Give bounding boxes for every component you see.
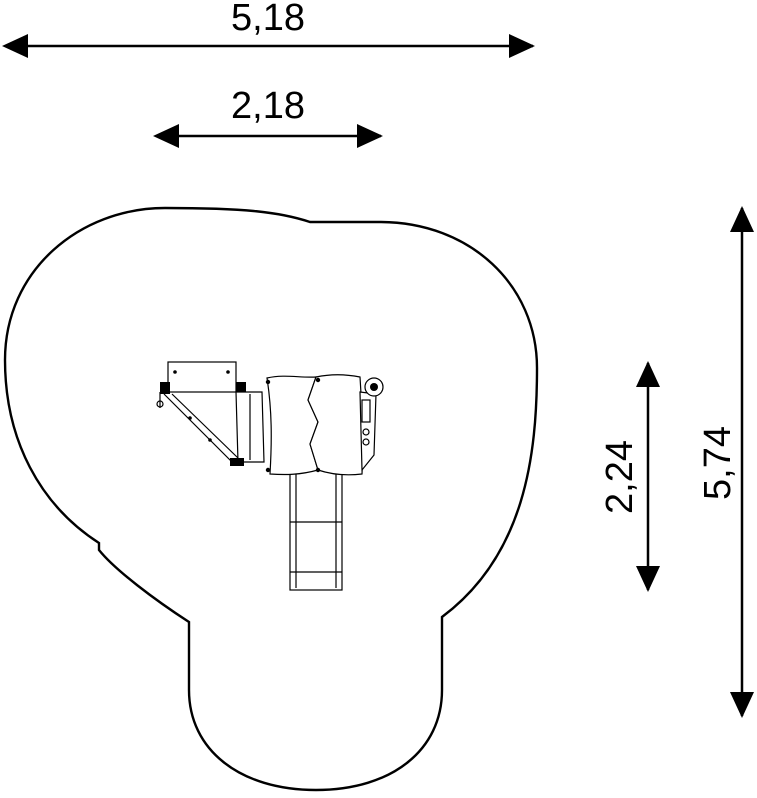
platform-roof xyxy=(265,374,364,476)
arrow-down-icon xyxy=(730,692,754,718)
dimension-label-total-depth: 5,74 xyxy=(697,426,739,500)
dimension-total-depth: 5,74 xyxy=(697,206,754,718)
arrow-right-icon xyxy=(509,34,535,58)
side-panel-right xyxy=(359,377,384,472)
climbing-frame xyxy=(156,361,265,466)
safety-zone-outline xyxy=(3,206,539,792)
bolt xyxy=(173,370,177,374)
arrow-up-icon xyxy=(730,206,754,232)
dimension-label-equipment-width: 2,18 xyxy=(231,85,305,127)
brace-line xyxy=(171,393,239,459)
arrow-up-icon xyxy=(636,361,660,387)
dimension-label-total-width: 5,18 xyxy=(231,0,305,39)
frame-post xyxy=(230,458,244,466)
panel-slot xyxy=(361,399,371,423)
dimension-label-equipment-depth: 2,24 xyxy=(599,440,641,514)
steering-wheel-hub xyxy=(370,383,378,391)
bolt xyxy=(315,377,321,383)
panel-knob xyxy=(362,428,370,436)
roof-panel-left xyxy=(266,375,319,476)
slide-chute xyxy=(289,469,343,591)
dimension-total-width: 5,18 xyxy=(2,0,535,58)
dimension-equipment-width: 2,18 xyxy=(153,85,383,148)
brace-line xyxy=(163,393,233,463)
ladder-top-panel xyxy=(167,361,237,393)
arrow-left-icon xyxy=(2,34,28,58)
bolt xyxy=(315,467,321,473)
bolt xyxy=(265,379,271,385)
arrow-left-icon xyxy=(153,124,179,148)
bolt xyxy=(188,416,192,420)
bolt xyxy=(226,370,230,374)
slide-body xyxy=(289,469,343,591)
arrow-right-icon xyxy=(357,124,383,148)
bolt xyxy=(208,438,212,442)
frame-post xyxy=(160,382,170,394)
bolt xyxy=(265,467,271,473)
panel-knob xyxy=(362,438,370,446)
arrow-down-icon xyxy=(636,566,660,592)
frame-post xyxy=(236,382,246,394)
bolt xyxy=(156,400,164,408)
dimension-equipment-depth: 2,24 xyxy=(599,361,660,592)
